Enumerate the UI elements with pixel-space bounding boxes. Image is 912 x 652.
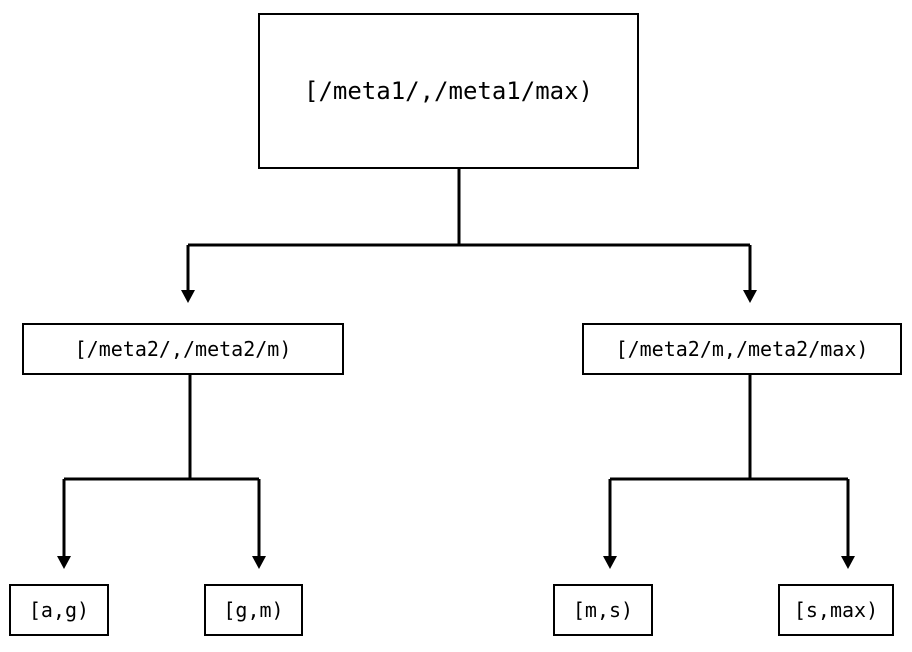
arrowhead-to-left-l2: [181, 290, 195, 303]
arrowhead-to-right-l2: [743, 290, 757, 303]
tree-node-leaf-a-g: [a,g): [9, 584, 109, 636]
tree-node-leaf-m-s: [m,s): [553, 584, 653, 636]
tree-node-root: [/meta1/,/meta1/max): [258, 13, 639, 169]
tree-node-level2-left: [/meta2/,/meta2/m): [22, 323, 344, 375]
arrowhead-to-leaf-ag: [57, 556, 71, 569]
arrowhead-to-leaf-smax: [841, 556, 855, 569]
tree-node-level2-right: [/meta2/m,/meta2/max): [582, 323, 902, 375]
tree-node-leaf-s-max: [s,max): [778, 584, 894, 636]
tree-node-leaf-g-m: [g,m): [204, 584, 303, 636]
arrowhead-to-leaf-gm: [252, 556, 266, 569]
arrowhead-to-leaf-ms: [603, 556, 617, 569]
